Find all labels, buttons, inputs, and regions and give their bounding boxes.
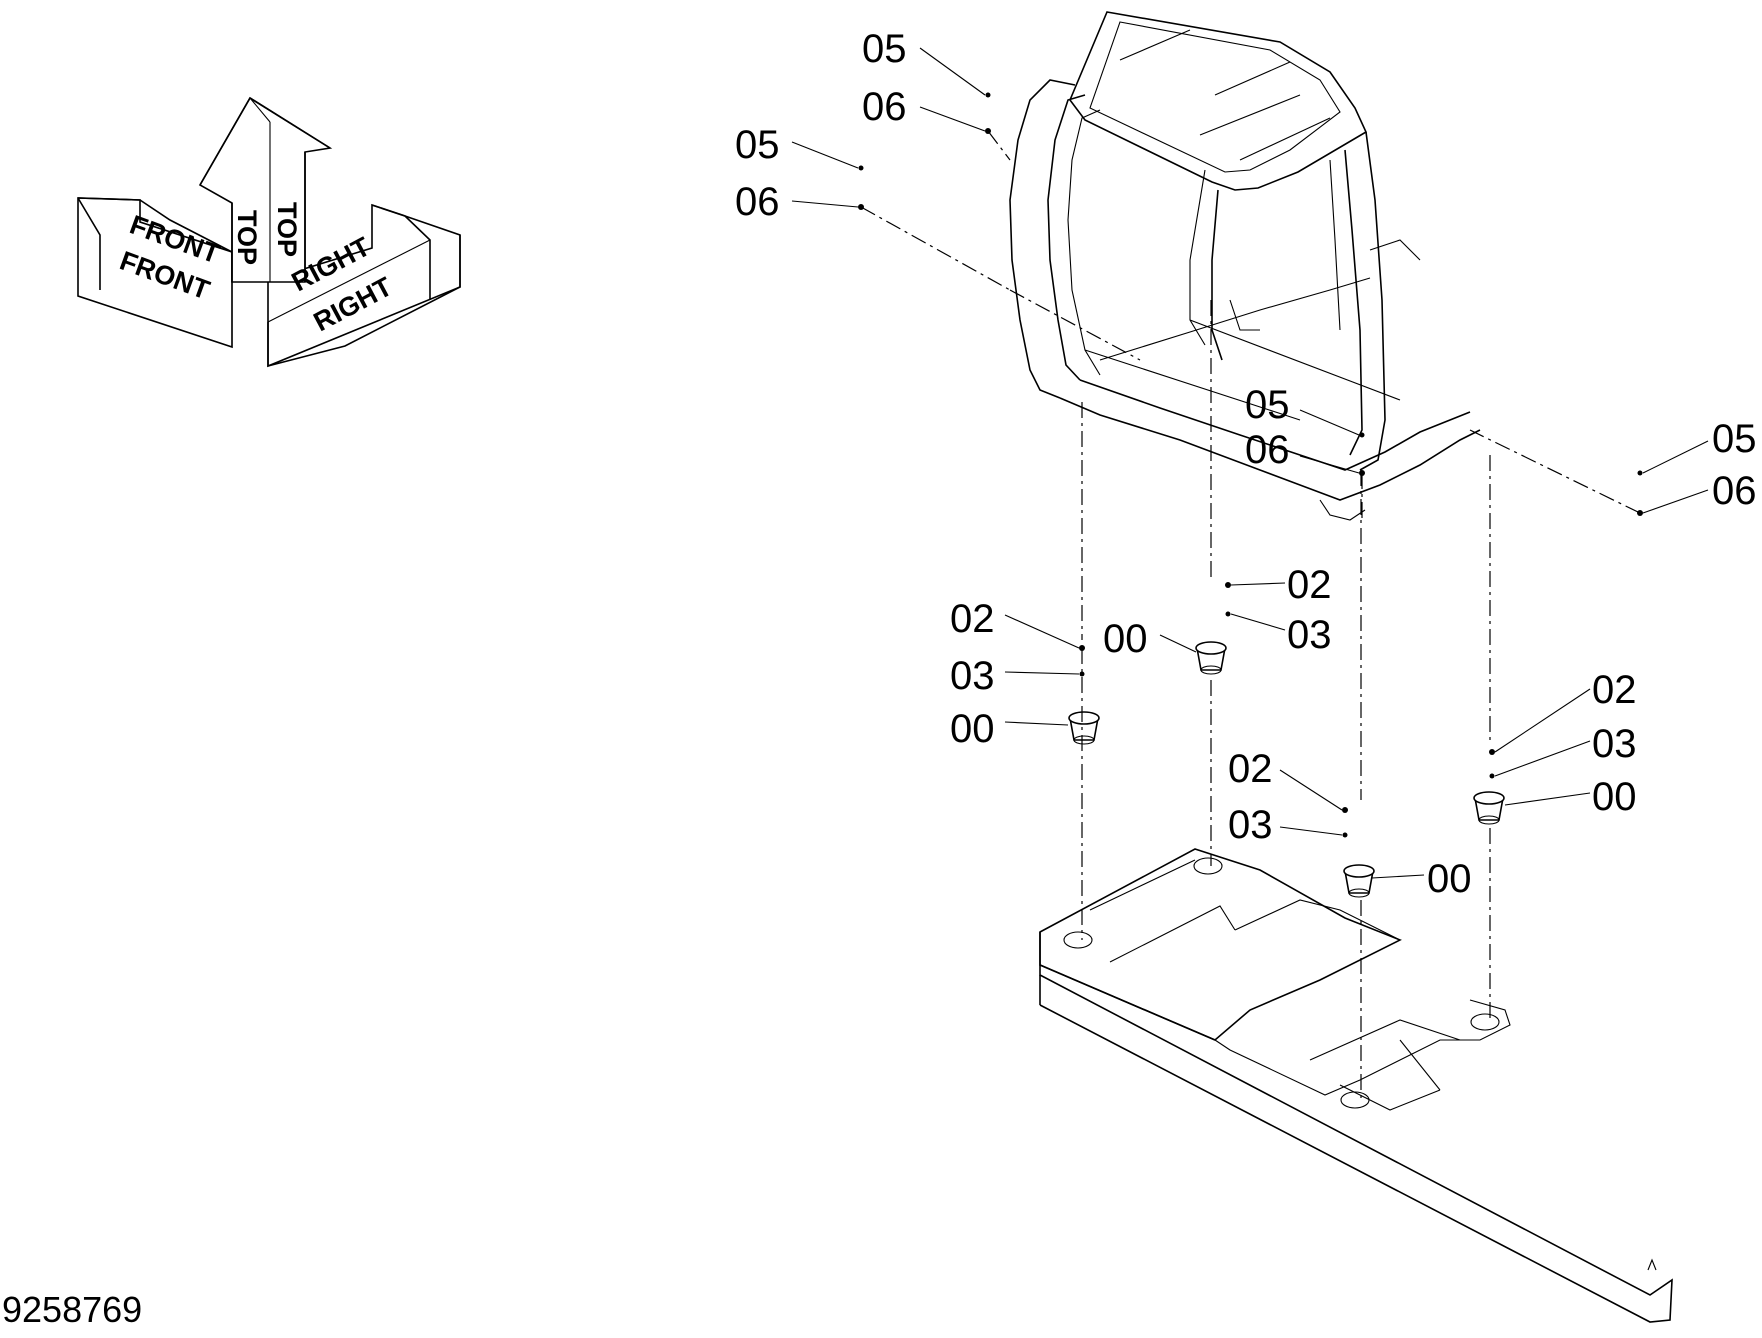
callout-02-lower: 02 (1228, 747, 1273, 791)
callout-03-lower: 03 (1228, 803, 1273, 847)
callout-05-right: 05 (1712, 417, 1757, 461)
callout-05-center: 05 (1245, 383, 1290, 427)
callout-labels: 05 06 05 06 05 06 05 06 02 03 00 02 03 0… (735, 27, 1757, 901)
cab-mount-4 (1473, 791, 1505, 825)
document-number: 9258769 (2, 1289, 142, 1330)
top-arrow (198, 96, 333, 283)
orientation-indicator: FRONT FRONT TOP TOP RIGHT RIGHT (77, 96, 461, 368)
callout-06-center: 06 (1245, 428, 1290, 472)
cab-mount-3 (1343, 864, 1375, 898)
callout-03-right: 03 (1592, 722, 1637, 766)
front-arrow (77, 197, 233, 349)
right-arrow (267, 203, 461, 368)
callout-06-right: 06 (1712, 469, 1757, 513)
callout-06-top: 06 (862, 85, 907, 129)
cab-mount-1 (1068, 711, 1100, 745)
leader-lines (791, 47, 1709, 879)
cab-frame (1009, 11, 1481, 521)
callout-05-top: 05 (862, 27, 907, 71)
callout-05-left: 05 (735, 123, 780, 167)
callout-00-lower: 00 (1427, 857, 1472, 901)
callout-03-mid: 03 (1287, 613, 1332, 657)
callout-00-left: 00 (950, 707, 995, 751)
floor-base (1039, 848, 1673, 1323)
callout-03-left: 03 (950, 654, 995, 698)
callout-02-right: 02 (1592, 668, 1637, 712)
top-label-right: TOP (272, 202, 302, 257)
cab-mount-2 (1195, 641, 1227, 675)
callout-00-right: 00 (1592, 775, 1637, 819)
top-label-left: TOP (232, 210, 262, 265)
assembly-centerlines (860, 130, 1641, 1100)
callout-02-mid: 02 (1287, 563, 1332, 607)
callout-00-mid: 00 (1103, 617, 1148, 661)
callout-02-left: 02 (950, 597, 995, 641)
callout-06-left: 06 (735, 180, 780, 224)
